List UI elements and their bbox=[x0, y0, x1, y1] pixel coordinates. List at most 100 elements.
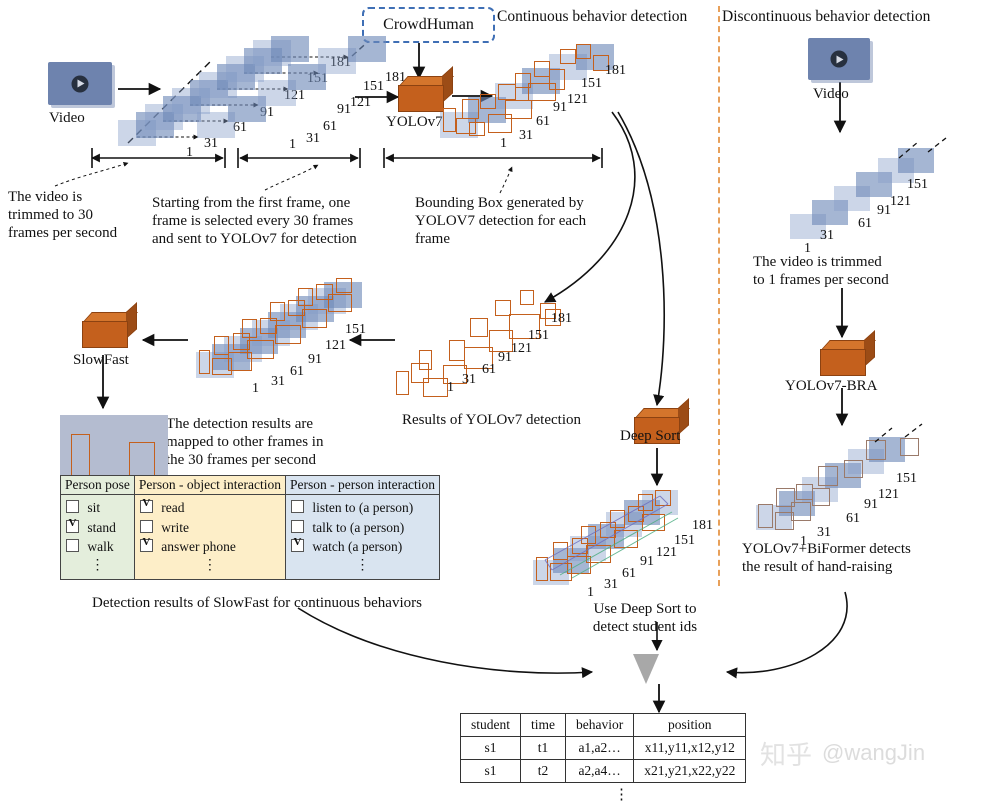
frame-label-1-h: 1 bbox=[800, 534, 807, 549]
frame-label-91-f: 91 bbox=[640, 554, 654, 569]
frame-label-151-d: 151 bbox=[528, 328, 549, 343]
frame-label-31-c: 31 bbox=[519, 128, 533, 143]
frame-label-61-b: 61 bbox=[323, 119, 337, 134]
frame-label-31-b: 31 bbox=[306, 131, 320, 146]
video-thumbnail-left bbox=[48, 62, 112, 105]
checkbox-row[interactable]: walk bbox=[66, 537, 129, 557]
play-icon bbox=[71, 75, 89, 92]
checkbox-label: talk to (a person) bbox=[312, 519, 405, 535]
checkbox-row[interactable]: listen to (a person) bbox=[290, 498, 434, 518]
frame-label-121-h: 121 bbox=[878, 487, 899, 502]
merge-funnel bbox=[633, 654, 659, 684]
checkbox-label: sit bbox=[87, 500, 101, 515]
frame-label-91-h: 91 bbox=[864, 497, 878, 512]
frame-label-61-e: 61 bbox=[290, 364, 304, 379]
ellipsis-more: ⋮ bbox=[355, 557, 370, 573]
frame-label-31-d: 31 bbox=[462, 372, 476, 387]
checkbox-row[interactable]: write bbox=[139, 518, 280, 538]
result-header-behavior: behavior bbox=[564, 713, 635, 737]
frame-label-31-e: 31 bbox=[271, 374, 285, 389]
frame-label-151-h: 151 bbox=[896, 471, 917, 486]
checkbox-label: answer phone bbox=[161, 539, 236, 555]
frame-label-181-a: 181 bbox=[330, 55, 351, 70]
caption-slowfast-results: Detection results of SlowFast for contin… bbox=[92, 595, 422, 611]
result-cell-student: s1 bbox=[460, 736, 521, 760]
frame-label-31-g: 31 bbox=[820, 228, 834, 243]
video-thumbnail-right bbox=[808, 38, 870, 80]
checkbox-label: stand bbox=[87, 519, 116, 535]
checkbox-icon-checked[interactable] bbox=[66, 517, 79, 533]
frame-label-31-a: 31 bbox=[204, 136, 218, 151]
result-cell-student: s1 bbox=[460, 759, 521, 783]
result-header-row: student time behavior position bbox=[460, 713, 747, 737]
frame-label-61-f: 61 bbox=[622, 566, 636, 581]
caption-bbox-generated: Bounding Box generated by YOLOV7 detecti… bbox=[415, 195, 587, 247]
checkbox-row[interactable]: watch (a person) bbox=[290, 536, 434, 557]
checkbox-row[interactable]: sit bbox=[66, 498, 129, 518]
frame-label-1-c: 1 bbox=[500, 136, 507, 151]
frame-label-181-f: 181 bbox=[692, 518, 713, 533]
frame-label-91-b: 91 bbox=[337, 102, 351, 117]
frame-label-151-f: 151 bbox=[674, 533, 695, 548]
ellipsis-more: ⋮ bbox=[90, 557, 105, 573]
frame-label-61-g: 61 bbox=[858, 216, 872, 231]
checkbox-label: watch (a person) bbox=[312, 539, 403, 555]
frame-label-151-e: 151 bbox=[345, 322, 366, 337]
frame-label-61-h: 61 bbox=[846, 511, 860, 526]
checkbox-row[interactable]: talk to (a person) bbox=[290, 518, 434, 538]
checkbox-icon[interactable] bbox=[66, 500, 79, 513]
frame-label-1-d: 1 bbox=[447, 380, 454, 395]
result-cell-position: x11,y11,x12,y12 bbox=[633, 736, 747, 760]
frame-label-1-f: 1 bbox=[587, 585, 594, 600]
frame-label-121-f: 121 bbox=[656, 545, 677, 560]
frame-label-181-b: 181 bbox=[385, 70, 406, 85]
result-table-continuation: ⋮ bbox=[614, 787, 629, 803]
frame-label-121-b: 121 bbox=[350, 95, 371, 110]
play-icon bbox=[830, 50, 848, 68]
frame-label-1-b: 1 bbox=[289, 137, 296, 152]
checkbox-row[interactable]: read bbox=[139, 497, 280, 518]
deepsort-label: Deep Sort bbox=[620, 428, 681, 444]
category-cell-person-object: read write answer phone ⋮ bbox=[133, 494, 286, 580]
slowfast-label: SlowFast bbox=[73, 352, 129, 368]
ellipsis-more: ⋮ bbox=[202, 557, 217, 573]
checkbox-icon-checked[interactable] bbox=[139, 497, 153, 513]
frame-label-91-c: 91 bbox=[553, 100, 567, 115]
category-cell-person-pose: sit stand walk ⋮ bbox=[60, 494, 135, 580]
result-table-row: s1 t2 a2,a4… x21,y21,x22,y22 bbox=[460, 759, 747, 783]
frame-label-151-b: 151 bbox=[363, 79, 384, 94]
frame-label-151-c: 151 bbox=[581, 76, 602, 91]
result-cell-behavior: a2,a4… bbox=[564, 759, 635, 783]
checkbox-label: listen to (a person) bbox=[312, 500, 414, 515]
frame-label-1-a: 1 bbox=[186, 145, 193, 160]
checkbox-icon[interactable] bbox=[66, 539, 79, 553]
result-table-row: s1 t1 a1,a2… x11,y11,x12,y12 bbox=[460, 736, 747, 760]
category-body-row: sit stand walk ⋮ read bbox=[60, 494, 441, 580]
checkbox-icon-checked[interactable] bbox=[290, 536, 304, 553]
section-divider bbox=[718, 6, 720, 586]
zhihu-logo-watermark: 知乎 bbox=[760, 741, 813, 771]
checkbox-icon[interactable] bbox=[139, 519, 153, 533]
checkbox-row[interactable]: answer phone bbox=[139, 536, 280, 557]
caption-biformer: YOLOv7+BiFormer detects the result of ha… bbox=[742, 541, 911, 575]
result-header-position: position bbox=[633, 713, 747, 737]
frame-label-181-d: 181 bbox=[551, 311, 572, 326]
result-table: student time behavior position s1 t1 a1,… bbox=[460, 713, 747, 783]
frame-label-121-c: 121 bbox=[567, 92, 588, 107]
frame-label-31-f: 31 bbox=[604, 577, 618, 592]
result-cell-behavior: a1,a2… bbox=[564, 736, 635, 760]
category-header-person-object: Person - object interaction bbox=[133, 475, 286, 495]
checkbox-icon[interactable] bbox=[290, 519, 304, 533]
checkbox-row[interactable]: stand bbox=[66, 517, 129, 538]
section-title-discontinuous: Discontinuous behavior detection bbox=[722, 8, 931, 25]
result-cell-time: t1 bbox=[520, 736, 566, 760]
frame-label-31-h: 31 bbox=[817, 525, 831, 540]
result-header-student: student bbox=[460, 713, 521, 737]
yolov7-bra-label: YOLOv7-BRA bbox=[785, 378, 878, 394]
caption-trim-1fps: The video is trimmed to 1 frames per sec… bbox=[753, 254, 889, 288]
section-title-continuous: Continuous behavior detection bbox=[497, 8, 688, 25]
behavior-category-table: Person pose Person - object interaction … bbox=[60, 475, 441, 580]
checkbox-icon[interactable] bbox=[290, 500, 304, 513]
caption-mapped-results: The detection results are mapped to othe… bbox=[166, 416, 324, 468]
checkbox-icon-checked[interactable] bbox=[139, 536, 153, 553]
